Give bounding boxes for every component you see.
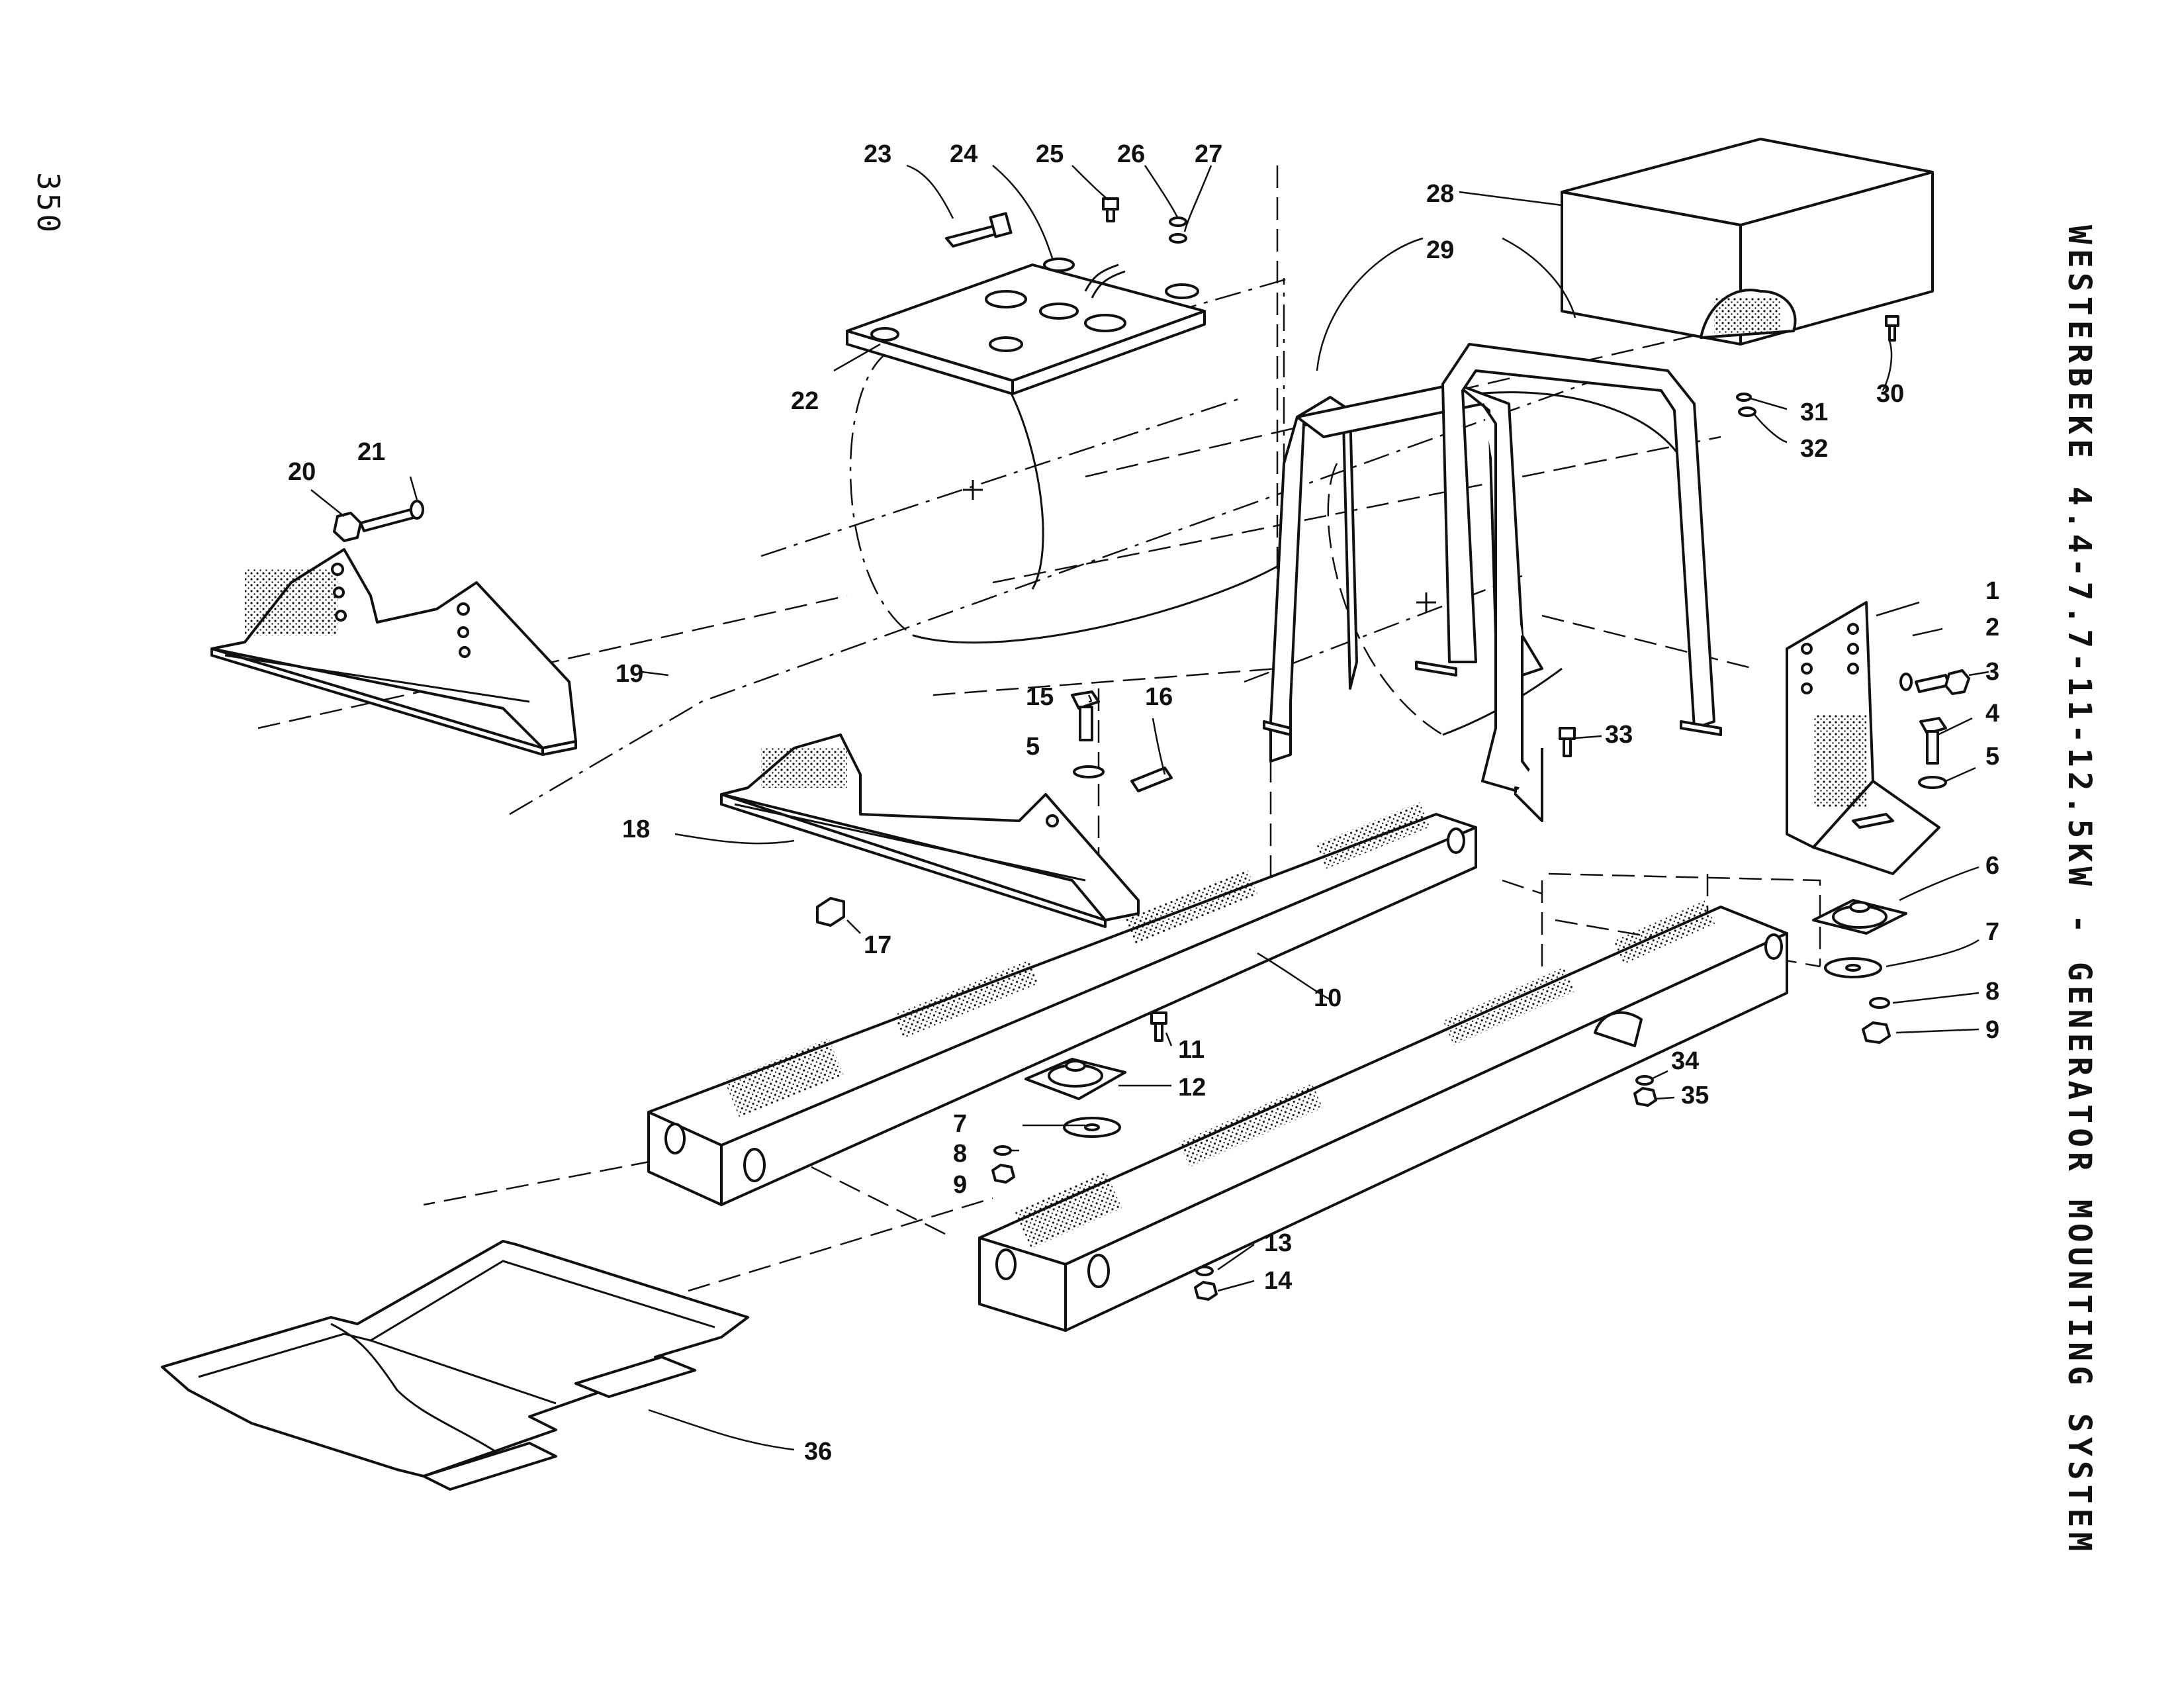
lifting-hoop-rear (1415, 343, 1722, 822)
bolt-11 (1150, 1011, 1167, 1042)
callout-29: 29 (1426, 236, 1454, 264)
callout-10: 10 (1314, 984, 1342, 1012)
callout-18: 18 (622, 816, 650, 843)
callout-31: 31 (1800, 399, 1828, 426)
callout-4: 4 (1985, 700, 1999, 727)
callout-19: 19 (615, 660, 643, 688)
callout-labels: 1 2 3 4 5 6 7 8 9 10 11 12 7 8 9 13 14 1… (288, 140, 1999, 1466)
callout-1: 1 (1985, 577, 1999, 605)
screw-30 (1885, 315, 1899, 342)
callout-26: 26 (1117, 140, 1145, 168)
callout-12: 12 (1178, 1074, 1206, 1102)
callout-28: 28 (1426, 180, 1454, 208)
leader-lines (310, 164, 1989, 1451)
callout-6: 6 (1985, 852, 1999, 880)
mounting-bracket-18 (720, 733, 1140, 928)
base-rail-left (647, 802, 1477, 1206)
washer-26-27 (1169, 216, 1187, 244)
callout-8a: 8 (1985, 978, 1999, 1006)
control-box (1561, 138, 1934, 346)
callout-7a: 7 (1985, 918, 1999, 946)
bolt-33 (1559, 727, 1576, 757)
callout-14: 14 (1264, 1267, 1292, 1295)
callout-33: 33 (1605, 721, 1633, 749)
callout-13: 13 (1264, 1229, 1292, 1257)
washers-8-9-right (1862, 997, 1891, 1044)
callout-20: 20 (288, 458, 316, 486)
top-mounting-plate (846, 263, 1206, 395)
isolator-mount-12 (1024, 1058, 1126, 1138)
callout-22: 22 (791, 387, 819, 415)
callout-32: 32 (1800, 435, 1828, 463)
fasteners-34-35 (1633, 1075, 1657, 1107)
bolt-3-washer-2 (1899, 669, 1970, 695)
washers-31-32 (1736, 393, 1756, 417)
nut-17 (816, 897, 845, 927)
callout-34: 34 (1671, 1047, 1699, 1075)
fasteners-13-14 (1194, 1266, 1218, 1301)
bolt-15 (1071, 690, 1105, 778)
corner-bracket-1 (1786, 601, 1940, 875)
callout-3: 3 (1985, 658, 1999, 686)
callout-9b: 9 (953, 1171, 967, 1199)
drip-pan (161, 1240, 749, 1491)
callout-36: 36 (804, 1438, 832, 1466)
callout-21: 21 (357, 438, 385, 466)
callout-30: 30 (1876, 380, 1904, 408)
base-rail-right (978, 900, 1788, 1332)
callout-24: 24 (950, 140, 978, 168)
callout-35: 35 (1681, 1082, 1709, 1109)
callout-8b: 8 (953, 1140, 967, 1168)
screw-25 (1102, 197, 1119, 222)
stud-16 (1130, 767, 1173, 792)
callout-2: 2 (1985, 614, 1999, 641)
callout-27: 27 (1195, 140, 1222, 168)
callout-5b: 5 (1026, 733, 1040, 761)
callout-16: 16 (1145, 683, 1173, 711)
callout-11: 11 (1178, 1036, 1205, 1064)
bolt-23 (945, 212, 1013, 248)
callout-17: 17 (864, 931, 891, 959)
isolator-mount-6 (1812, 899, 1907, 978)
bolt-20-21 (333, 500, 424, 542)
bolt-4-washer-5 (1918, 717, 1947, 789)
callout-7b: 7 (953, 1110, 967, 1138)
lifting-hoop-front (1263, 383, 1543, 802)
callout-15: 15 (1026, 683, 1054, 711)
mounting-bracket-19 (210, 548, 577, 756)
washers-8-9-left (991, 1145, 1015, 1184)
callout-23: 23 (864, 140, 891, 168)
callout-5a: 5 (1985, 743, 1999, 771)
callout-9a: 9 (1985, 1016, 1999, 1044)
callout-25: 25 (1036, 140, 1064, 168)
construction-lines (257, 165, 1821, 1292)
vibration-isolator-top (870, 258, 1199, 352)
